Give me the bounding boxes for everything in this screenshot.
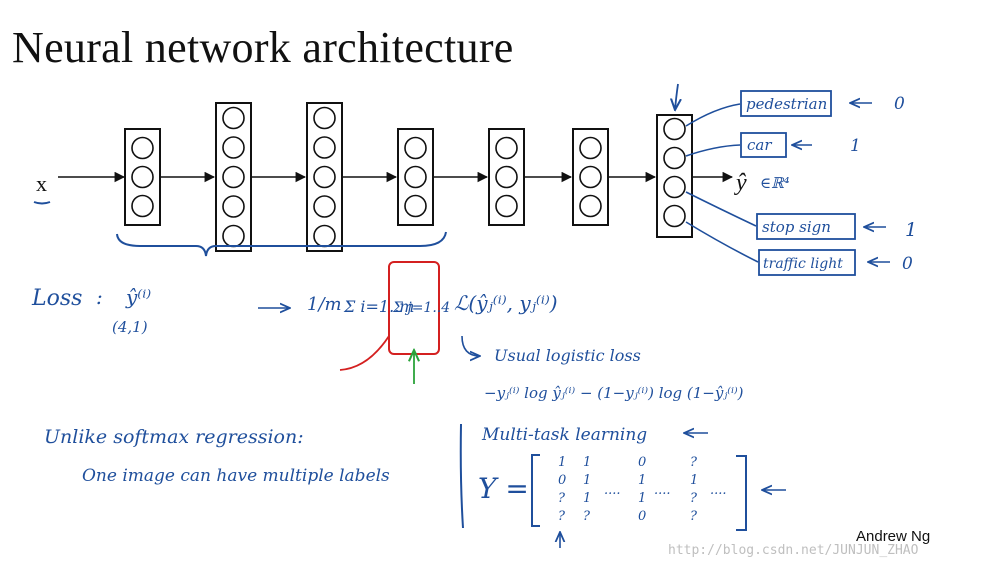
matrix-cell: ?	[558, 509, 566, 524]
loss-colon: :	[96, 285, 103, 309]
neuron	[131, 165, 154, 189]
loss-target: ŷ⁽ⁱ⁾	[125, 285, 151, 309]
neuron	[313, 136, 336, 159]
label-box-stop-sign: stop sign	[756, 213, 856, 240]
highlight-stroke	[339, 335, 390, 371]
matrix-cell: ?	[690, 491, 698, 506]
neuron	[313, 224, 336, 248]
neuron	[495, 136, 518, 160]
loss-note: Usual logistic loss	[494, 346, 641, 365]
loss-inner-sum: Σ j=1..4	[392, 300, 450, 316]
matrix-cell: 1	[583, 455, 591, 470]
matrix-cell: 1	[583, 473, 591, 488]
comparison-line-1: Unlike softmax regression:	[44, 426, 304, 448]
matrix-cell: ?	[558, 491, 566, 506]
loss-term: ℒ(ŷⱼ⁽ⁱ⁾, yⱼ⁽ⁱ⁾)	[454, 291, 558, 315]
neuron	[222, 165, 245, 189]
loss-outer-sum: Σ i=1..m	[343, 297, 414, 316]
slide-title: Neural network architecture	[12, 23, 514, 72]
neuron	[663, 175, 686, 199]
neuron	[579, 165, 602, 189]
layer-6	[572, 128, 609, 226]
comparison-line-2: One image can have multiple labels	[82, 466, 390, 486]
neuron	[313, 106, 336, 130]
connector	[685, 144, 741, 157]
divider	[459, 423, 464, 529]
matrix-name: Y =	[478, 472, 529, 505]
matrix-cell: 1	[638, 491, 646, 506]
matrix-cell: 1	[558, 455, 566, 470]
label-name: pedestrian	[746, 95, 827, 113]
label-name: traffic light	[763, 256, 843, 272]
neuron	[313, 195, 336, 218]
matrix-cell: ?	[583, 509, 591, 524]
hidden-layers-brace	[116, 231, 447, 257]
output-space: ∈ℝ⁴	[760, 174, 790, 192]
down-arrow-icon	[675, 83, 678, 110]
neuron	[222, 224, 245, 248]
matrix-left-bracket	[531, 454, 540, 527]
label-value: 0	[894, 94, 905, 114]
loss-label: Loss	[31, 286, 82, 311]
layer-4	[397, 128, 434, 226]
matrix-cell: 1	[583, 491, 591, 506]
connector	[685, 191, 757, 227]
neuron	[131, 136, 154, 160]
neuron	[495, 194, 518, 218]
connector	[685, 221, 759, 263]
neuron	[579, 194, 602, 218]
matrix-cell: 0	[558, 473, 566, 488]
input-label: x	[36, 171, 47, 196]
matrix-right-bracket	[736, 455, 747, 531]
output-layer	[656, 114, 693, 238]
neuron	[579, 136, 602, 160]
note-arrow	[461, 335, 480, 356]
label-box-traffic-light: traffic light	[758, 249, 856, 276]
layer-3	[306, 102, 343, 252]
label-name: stop sign	[762, 218, 831, 236]
matrix-cell: ?	[690, 455, 698, 470]
label-name: car	[747, 136, 772, 154]
neuron	[663, 146, 686, 170]
input-underline	[33, 201, 51, 205]
neuron	[222, 195, 245, 218]
loss-formula: −yⱼ⁽ⁱ⁾ log ŷⱼ⁽ⁱ⁾ − (1−yⱼ⁽ⁱ⁾) log (1−ŷⱼ⁽ⁱ…	[484, 384, 744, 402]
layer-2	[215, 102, 252, 252]
layer-1	[124, 128, 161, 226]
neuron	[663, 204, 686, 228]
output-label: ŷ	[734, 170, 747, 196]
layer-5	[488, 128, 525, 226]
label-value: 1	[850, 136, 861, 156]
matrix-cell: 0	[638, 455, 646, 470]
neuron	[222, 106, 245, 130]
neuron	[404, 165, 427, 189]
neuron	[222, 136, 245, 159]
matrix-ellipsis: ....	[604, 483, 621, 498]
neuron	[404, 136, 427, 160]
matrix-cell: ?	[690, 509, 698, 524]
label-value: 1	[905, 219, 917, 241]
label-value: 0	[902, 254, 913, 274]
matrix-ellipsis: ....	[710, 483, 727, 498]
multitask-label: Multi-task learning	[481, 425, 647, 445]
matrix-ellipsis: ....	[654, 483, 671, 498]
matrix-cell: 1	[690, 473, 698, 488]
label-box-pedestrian: pedestrian	[740, 90, 832, 117]
label-box-car: car	[740, 132, 787, 158]
neuron	[663, 117, 686, 141]
author-credit: Andrew Ng	[856, 528, 931, 545]
watermark: http://blog.csdn.net/JUNJUN_ZHAO	[668, 543, 919, 558]
loss-shape: (4,1)	[112, 318, 148, 336]
matrix-cells: 1 1 0 ? 0 1 1 1 ? 1 1 ? ? ? 0 ? .... ...…	[558, 455, 727, 524]
neuron	[404, 194, 427, 218]
matrix-cell: 1	[638, 473, 646, 488]
neuron	[131, 194, 154, 218]
connector	[685, 103, 741, 127]
matrix-cell: 0	[638, 509, 646, 524]
loss-fraction: 1/m	[307, 294, 342, 315]
neuron	[313, 165, 336, 189]
neuron	[495, 165, 518, 189]
